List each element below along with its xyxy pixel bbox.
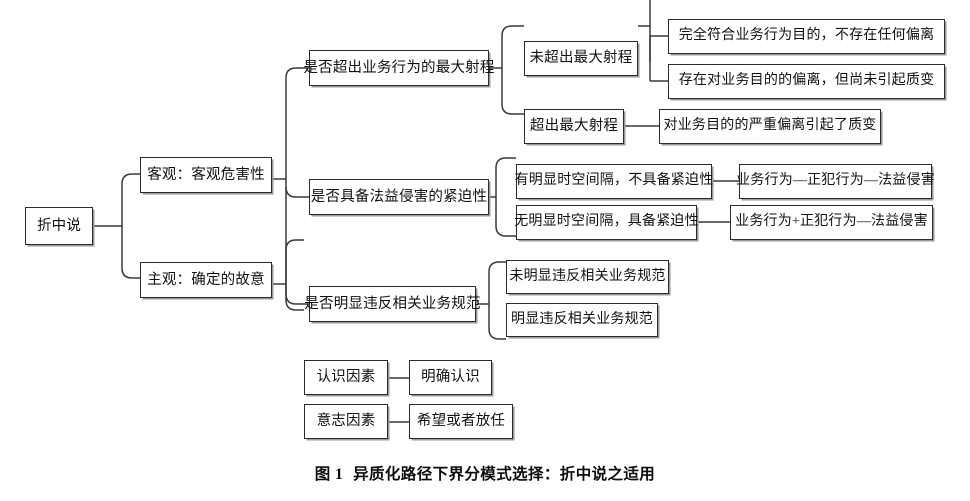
node-label: 主观：确定的故意 <box>147 271 265 288</box>
edge-spine3b-to-cognitive <box>285 239 304 251</box>
edge-spine-to-subjective <box>121 267 140 279</box>
edge-spine3-to-urgency <box>285 186 309 198</box>
node-clear-knowledge[interactable]: 明确认识 <box>409 360 492 395</box>
node-hope-or-indulge[interactable]: 希望或者放任 <box>409 404 513 439</box>
node-chain-separate[interactable]: 业务行为—正犯行为—法益侵害 <box>736 164 935 199</box>
node-no-interval[interactable]: 无明显时空间隔，具备紧迫性 <box>514 205 699 240</box>
edge-spine4b-to-no-interval <box>495 225 516 237</box>
edge-spine4-to-not-exceed <box>501 25 524 37</box>
node-exceed-range[interactable]: 超出最大射程 <box>524 109 624 144</box>
node-serious-deviation[interactable]: 对业务目的的严重偏离引起了质变 <box>659 109 881 144</box>
node-label: 有明显时空间隔，不具备紧迫性 <box>514 173 714 189</box>
edge-spine4c-to-not-violate <box>488 261 506 273</box>
edge-spine4b-to-has-interval <box>495 157 516 169</box>
figure-caption: 图 1 异质化路径下界分模式选择：折中说之适用 <box>0 462 970 484</box>
node-volitional-factor[interactable]: 意志因素 <box>304 404 388 439</box>
node-label: 希望或者放任 <box>416 413 506 430</box>
node-label: 未明显违反相关业务规范 <box>509 268 666 284</box>
figure-caption-number: 图 1 <box>314 466 344 483</box>
node-subjective[interactable]: 主观：确定的故意 <box>140 262 272 298</box>
node-label: 是否超出业务行为的最大射程 <box>303 59 495 76</box>
node-label: 业务行为+正犯行为—法益侵害 <box>735 214 928 230</box>
node-not-violate-norms[interactable]: 未明显违反相关业务规范 <box>506 260 669 294</box>
node-cognitive-factor[interactable]: 认识因素 <box>304 360 388 395</box>
edge-spine4-to-exceed <box>501 103 524 115</box>
node-label: 是否明显违反相关业务规范 <box>304 295 481 312</box>
node-urgency[interactable]: 是否具备法益侵害的紧迫性 <box>309 179 489 215</box>
node-max-range[interactable]: 是否超出业务行为的最大射程 <box>303 50 494 86</box>
node-label: 认识因素 <box>316 369 376 386</box>
node-has-interval[interactable]: 有明显时空间隔，不具备紧迫性 <box>514 164 714 199</box>
node-label: 对业务目的的严重偏离引起了质变 <box>663 118 877 134</box>
node-deviation-no-qualitative-change[interactable]: 存在对业务目的的偏离，但尚未引起质变 <box>668 64 945 99</box>
node-objective[interactable]: 客观：客观危害性 <box>140 157 272 193</box>
node-label: 超出最大射程 <box>529 118 619 135</box>
node-label: 业务行为—正犯行为—法益侵害 <box>736 173 935 189</box>
edge-spine4c-to-violate <box>488 328 506 340</box>
node-label: 折中说 <box>36 217 82 234</box>
node-norms[interactable]: 是否明显违反相关业务规范 <box>304 286 481 322</box>
node-label: 是否具备法益侵害的紧迫性 <box>310 188 488 205</box>
node-label: 客观：客观危害性 <box>147 166 265 183</box>
node-label: 明显违反相关业务规范 <box>511 311 653 327</box>
edge-spine3b-to-volitional <box>285 299 304 311</box>
node-label: 完全符合业务行为目的，不存在任何偏离 <box>678 28 935 44</box>
figure-caption-text: 异质化路径下界分模式选择：折中说之适用 <box>353 466 656 483</box>
node-chain-joint[interactable]: 业务行为+正犯行为—法益侵害 <box>730 205 933 240</box>
node-label: 无明显时空间隔，具备紧迫性 <box>514 214 699 230</box>
node-label: 意志因素 <box>316 413 376 430</box>
node-not-exceed-range[interactable]: 未超出最大射程 <box>524 41 638 76</box>
node-violate-norms[interactable]: 明显违反相关业务规范 <box>506 303 658 337</box>
node-label: 存在对业务目的的偏离，但尚未引起质变 <box>678 73 935 89</box>
node-root[interactable]: 折中说 <box>25 207 93 245</box>
edge-spine-to-objective <box>121 173 140 185</box>
node-label: 未超出最大射程 <box>529 50 633 67</box>
node-fully-conform[interactable]: 完全符合业务行为目的，不存在任何偏离 <box>668 19 945 54</box>
node-label: 明确认识 <box>421 369 480 386</box>
